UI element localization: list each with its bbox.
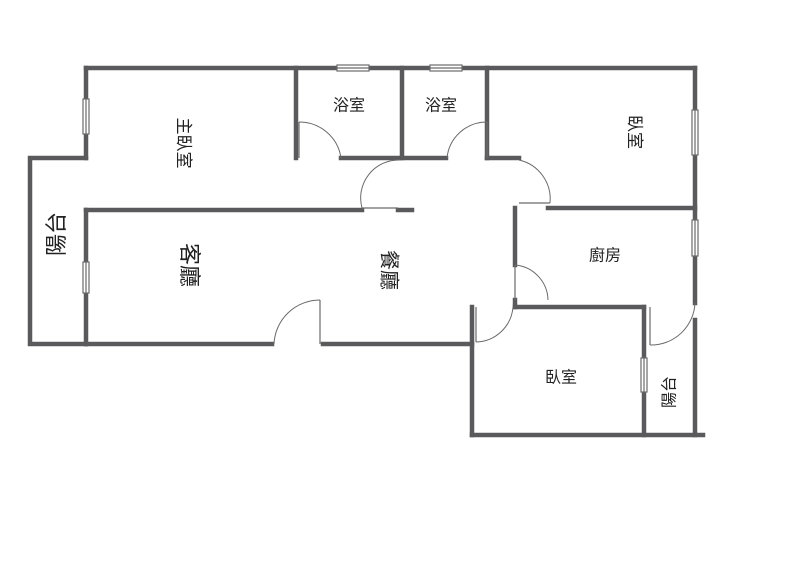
label-dining-room: 餐廳 — [378, 250, 402, 290]
label-balcony-se: 陽台 — [660, 376, 679, 408]
label-kitchen: 廚房 — [589, 246, 621, 265]
label-bedroom-ne: 臥室 — [624, 115, 644, 149]
windows — [82, 64, 699, 393]
label-living-room: 客廳 — [176, 243, 201, 287]
label-bathroom-2: 浴室 — [425, 96, 457, 115]
walls — [27, 65, 706, 438]
label-balcony-west: 陽台 — [45, 212, 70, 256]
doors — [273, 121, 696, 346]
label-bathroom-1: 浴室 — [333, 96, 365, 115]
room-labels: 主臥室 浴室 浴室 臥室 陽台 客廳 餐廳 廚房 臥室 陽台 — [45, 96, 679, 409]
label-master-bedroom: 主臥室 — [173, 118, 193, 169]
label-bedroom-s: 臥室 — [545, 368, 577, 387]
